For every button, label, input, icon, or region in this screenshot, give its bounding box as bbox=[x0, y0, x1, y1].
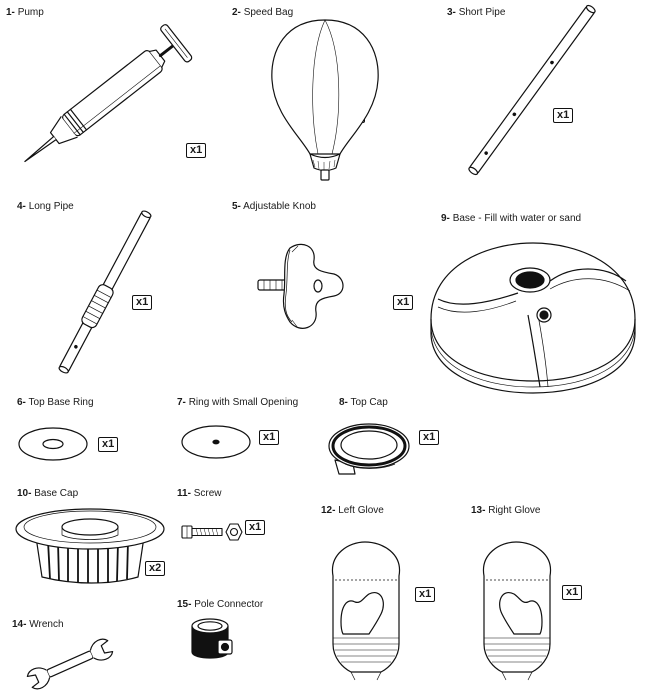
part-label-speed-bag: 2- Speed Bag bbox=[232, 7, 294, 18]
qty-badge-left-glove: x1 bbox=[415, 587, 436, 602]
part-label-base-cap: 10- Base Cap bbox=[17, 488, 79, 499]
adjustable-knob-icon bbox=[252, 238, 352, 338]
part-label-pump: 1- Pump bbox=[6, 7, 44, 18]
part-label-ring-small-opening: 7- Ring with Small Opening bbox=[177, 397, 299, 408]
part-label-pole-connector: 15- Pole Connector bbox=[177, 599, 264, 610]
screw-icon bbox=[180, 520, 244, 544]
ring-small-opening-icon bbox=[180, 424, 252, 460]
speed-bag-icon bbox=[268, 18, 383, 183]
part-label-adjustable-knob: 5- Adjustable Knob bbox=[232, 201, 316, 212]
qty-badge-pump: x1 bbox=[186, 143, 207, 158]
qty-badge-right-glove: x1 bbox=[562, 585, 583, 600]
pole-connector-icon bbox=[188, 616, 238, 664]
long-pipe-icon bbox=[20, 212, 195, 372]
part-label-long-pipe: 4- Long Pipe bbox=[17, 201, 74, 212]
part-label-wrench: 14- Wrench bbox=[12, 619, 64, 630]
top-base-ring-icon bbox=[17, 426, 89, 462]
qty-badge-base: x1 bbox=[393, 295, 414, 310]
qty-badge-short-pipe: x1 bbox=[553, 108, 574, 123]
part-label-top-base-ring: 6- Top Base Ring bbox=[17, 397, 94, 408]
qty-badge-ring-small-opening: x1 bbox=[259, 430, 280, 445]
part-label-screw: 11- Screw bbox=[177, 488, 222, 499]
base-cap-icon bbox=[14, 505, 166, 585]
short-pipe-icon bbox=[450, 2, 620, 177]
qty-badge-long-pipe: x1 bbox=[132, 295, 153, 310]
qty-badge-top-cap: x1 bbox=[419, 430, 440, 445]
qty-badge-base-cap: x2 bbox=[145, 561, 166, 576]
wrench-icon bbox=[30, 636, 110, 692]
part-label-left-glove: 12- Left Glove bbox=[321, 505, 384, 516]
qty-badge-screw: x1 bbox=[245, 520, 266, 535]
pump-icon bbox=[25, 15, 210, 175]
qty-badge-top-base-ring: x1 bbox=[98, 437, 119, 452]
part-label-right-glove: 13- Right Glove bbox=[471, 505, 541, 516]
part-label-base: 9- Base - Fill with water or sand bbox=[441, 213, 582, 224]
right-glove-icon bbox=[476, 540, 558, 680]
top-cap-icon bbox=[325, 420, 413, 476]
left-glove-icon bbox=[325, 540, 407, 680]
base-icon bbox=[428, 237, 638, 397]
part-label-short-pipe: 3- Short Pipe bbox=[447, 7, 506, 18]
part-label-top-cap: 8- Top Cap bbox=[339, 397, 388, 408]
